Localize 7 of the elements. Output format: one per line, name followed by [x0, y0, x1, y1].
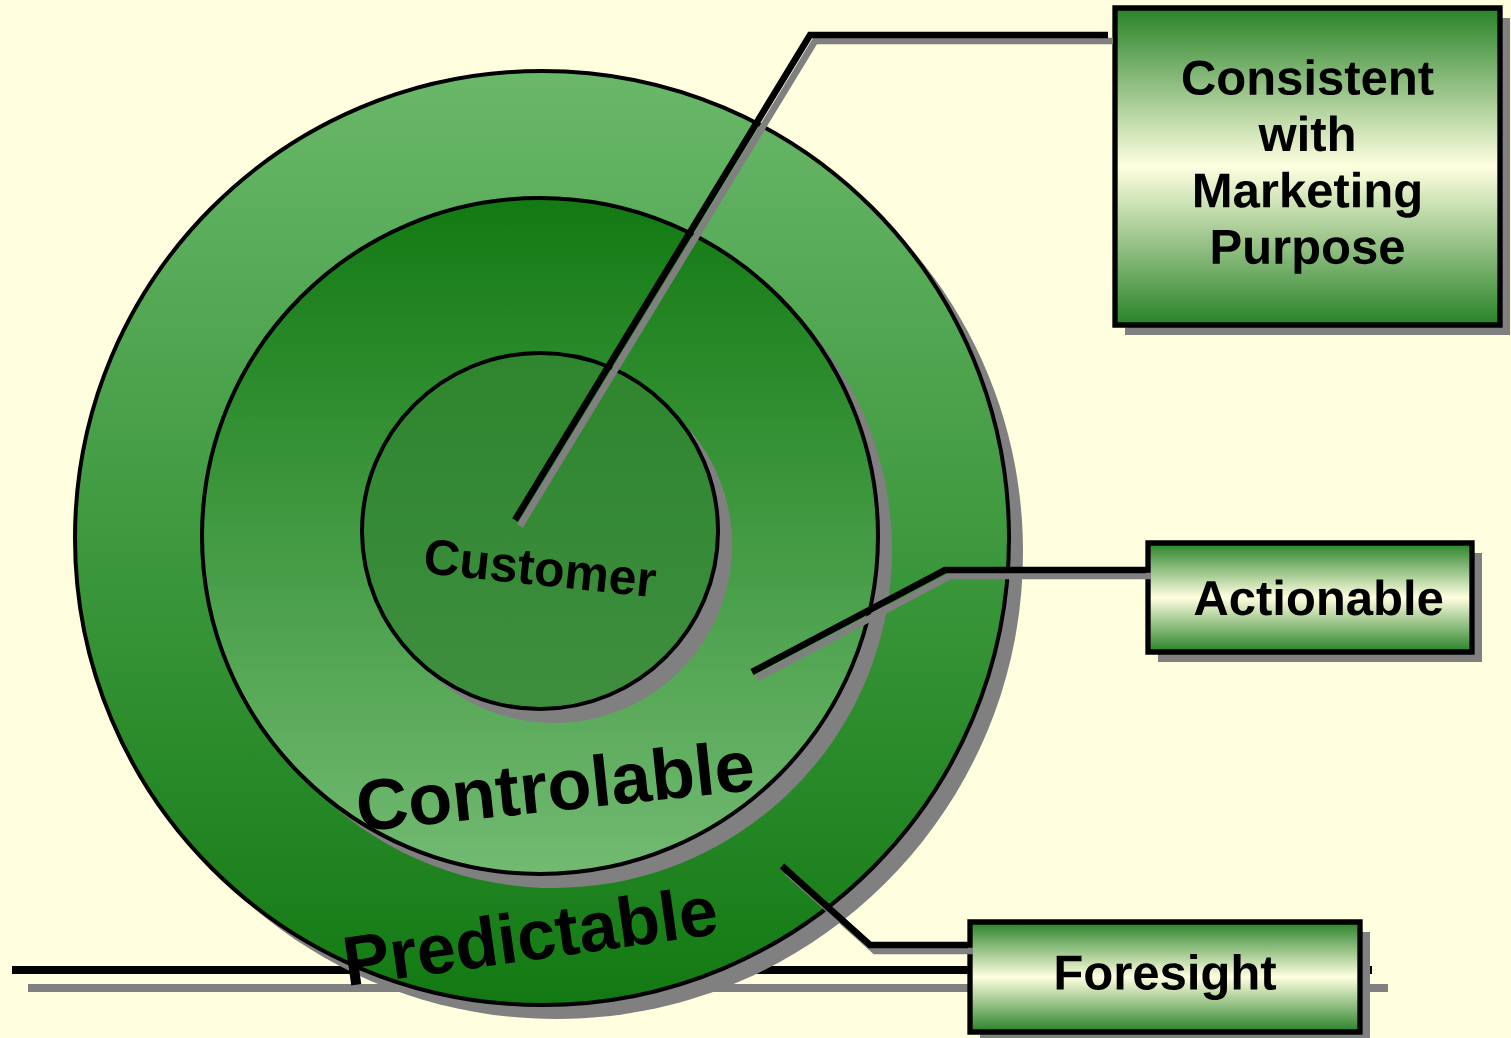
- ring-label: Controlable: [358, 742, 753, 830]
- leader-line: [779, 863, 973, 955]
- ring-label: Predictable: [344, 889, 717, 986]
- label-box: Actionable: [1145, 540, 1482, 662]
- ring-label: Customer: [425, 540, 657, 597]
- label-box: Foresight: [967, 919, 1370, 1038]
- label-box: Consistent with Marketing Purpose: [1112, 5, 1510, 335]
